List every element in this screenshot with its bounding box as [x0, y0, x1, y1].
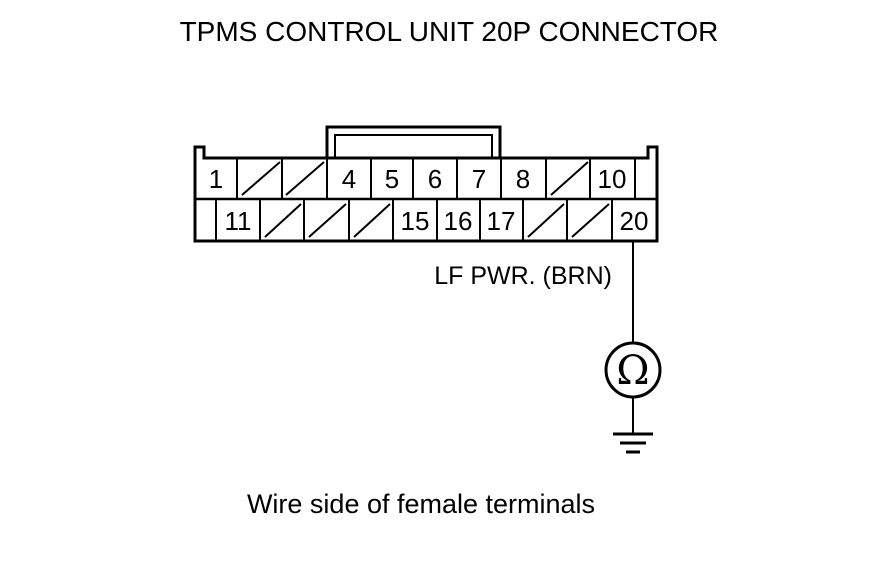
- pin-5: 5: [385, 164, 399, 194]
- empty-cavity-18: [527, 203, 565, 238]
- pin-15: 15: [401, 206, 430, 236]
- empty-cavity-14: [353, 203, 391, 238]
- caption: Wire side of female terminals: [247, 489, 595, 519]
- pin-20: 20: [620, 206, 649, 236]
- pin-16: 16: [444, 206, 473, 236]
- pin-7: 7: [472, 164, 486, 194]
- empty-cavity-2: [241, 161, 281, 196]
- ground-icon: [613, 432, 653, 454]
- bottom-row: 11 15 16 17 20: [215, 199, 649, 241]
- ohmmeter: Ω: [604, 341, 662, 399]
- empty-cavity-13: [308, 203, 347, 238]
- diagram-title: TPMS CONTROL UNIT 20P CONNECTOR: [180, 16, 719, 47]
- ohm-symbol: Ω: [616, 348, 649, 394]
- wire-label: LF PWR. (BRN): [434, 262, 612, 290]
- pin-6: 6: [428, 164, 442, 194]
- pin-4: 4: [342, 164, 356, 194]
- pin-10: 10: [598, 164, 627, 194]
- empty-cavity-9: [550, 161, 589, 196]
- empty-cavity-19: [571, 203, 610, 238]
- pin-8: 8: [516, 164, 530, 194]
- pin-11: 11: [225, 206, 252, 236]
- top-row: 1 4 5 6 7 8 10: [209, 158, 636, 199]
- pin-1: 1: [209, 164, 223, 194]
- empty-cavity-12: [264, 203, 302, 238]
- empty-cavity-3: [285, 161, 325, 196]
- pin-17: 17: [487, 206, 516, 236]
